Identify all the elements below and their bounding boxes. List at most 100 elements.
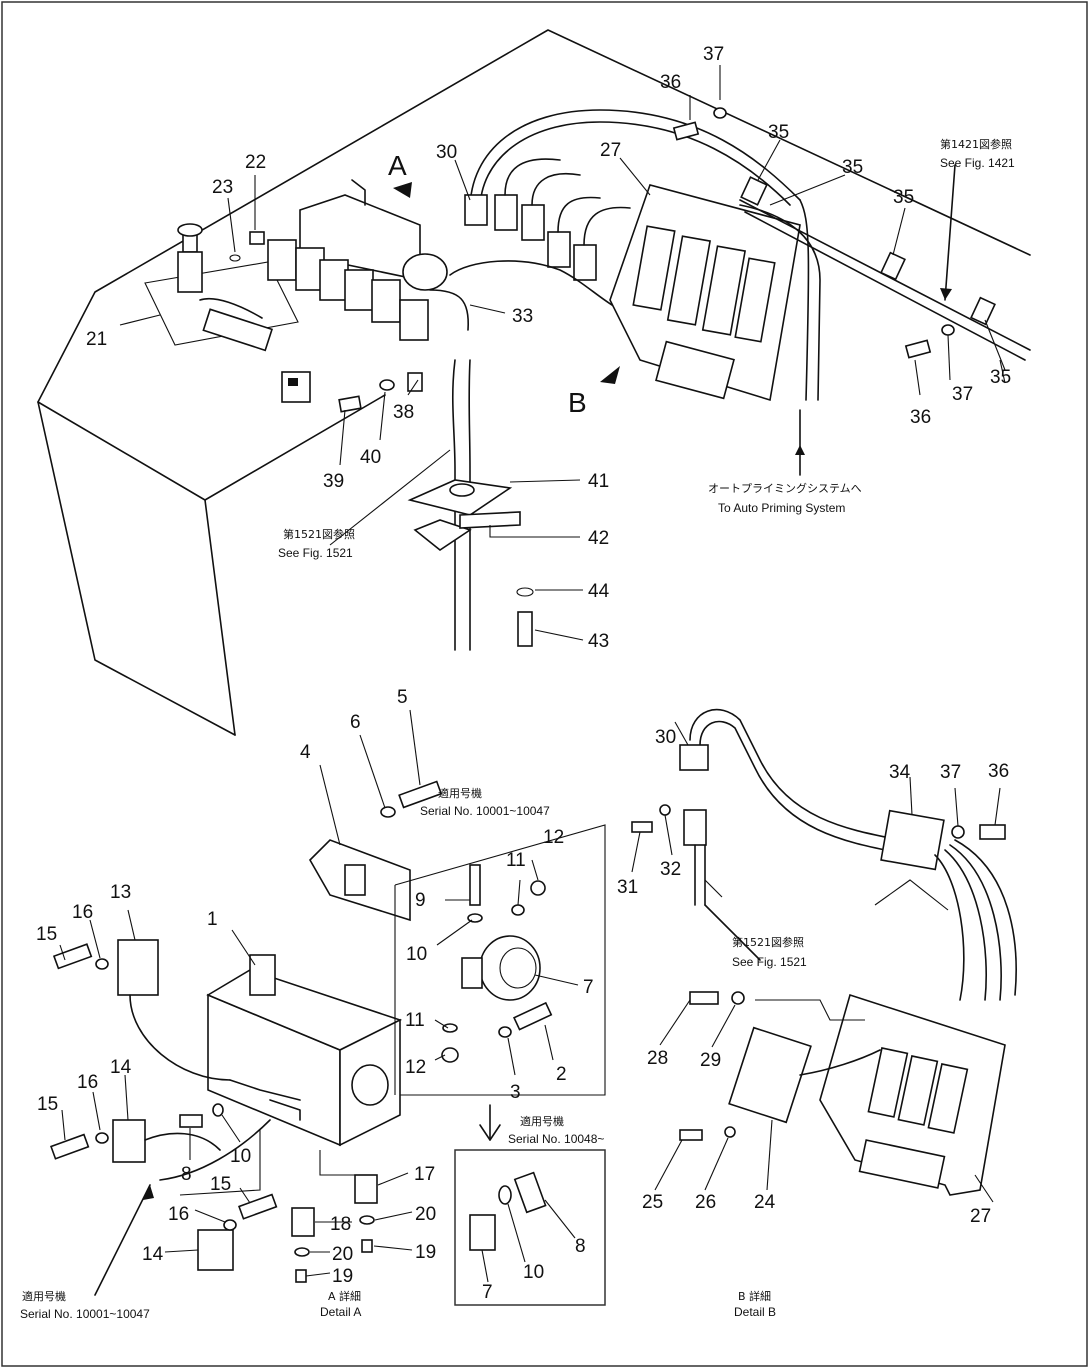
part-callout: 21 <box>86 329 107 350</box>
part-callout: 3 <box>510 1082 521 1103</box>
part-callout: 2 <box>556 1064 567 1085</box>
part-callout: 17 <box>414 1164 435 1185</box>
part-callout: 35 <box>768 122 789 143</box>
part-callout: 1 <box>207 909 218 930</box>
part-callout: 10 <box>230 1146 251 1167</box>
mounting-bracket-1 <box>206 954 403 1147</box>
detail-frame-10048 <box>454 1104 606 1306</box>
part-callout: 37 <box>952 384 973 405</box>
starter-switch-21 <box>144 223 311 403</box>
part-callout: 42 <box>588 528 609 549</box>
part-callout: 32 <box>660 859 681 880</box>
detail-b-assembly <box>631 708 1017 1196</box>
top-fasteners <box>229 107 955 413</box>
relay-14-lower <box>197 1229 234 1271</box>
part-callout: 22 <box>245 152 266 173</box>
note-auto-priming-jp: オートプライミングシステムへ <box>708 481 862 495</box>
part-callout: 16 <box>77 1072 98 1093</box>
part-callout: 37 <box>703 44 724 65</box>
part-callout: 6 <box>350 712 361 733</box>
part-callout: 10 <box>523 1262 544 1283</box>
note-serial-a-jp: 適用号機 <box>438 786 482 800</box>
part-callout: 5 <box>397 687 408 708</box>
part-callout: 40 <box>360 447 381 468</box>
part-callout: 19 <box>415 1242 436 1263</box>
part-callout: 44 <box>588 581 610 602</box>
part-callout: 11 <box>405 1010 425 1031</box>
note-see-1421-en: See Fig. 1421 <box>940 156 1015 170</box>
part-callout: 36 <box>910 407 931 428</box>
note-detail-a-en: Detail A <box>320 1305 361 1319</box>
part-callout: 12 <box>405 1057 426 1078</box>
relay-13 <box>117 939 231 1081</box>
part-callout: 30 <box>436 142 457 163</box>
note-see-1421-jp: 第1421図参照 <box>940 137 1012 151</box>
note-see-1521b-jp: 第1521図参照 <box>732 935 804 949</box>
note-serial-b-en: Serial No. 10048~ <box>508 1132 604 1146</box>
part-callout: 35 <box>893 187 914 208</box>
lower-fasteners <box>50 780 553 1231</box>
pipe-to-fig-1421 <box>739 164 1031 361</box>
note-detail-b-jp: B 詳細 <box>738 1289 771 1303</box>
part-callout: 31 <box>617 877 638 898</box>
part-callout: 15 <box>36 924 57 945</box>
callout-frame-a <box>394 824 606 1096</box>
part-callout: 9 <box>415 890 426 911</box>
part-callout: 26 <box>695 1192 716 1213</box>
note-see-1521-jp: 第1521図参照 <box>283 527 355 541</box>
part-callout: 41 <box>588 471 609 492</box>
note-detail-a-jp: A 詳細 <box>328 1289 361 1303</box>
view-label-b: B <box>568 387 587 418</box>
part-callout: 24 <box>754 1192 776 1213</box>
note-auto-priming-en: To Auto Priming System <box>718 501 845 515</box>
part-callout: 8 <box>575 1236 586 1257</box>
note-see-1521-en: See Fig. 1521 <box>278 546 353 560</box>
relay-14-upper <box>112 1119 221 1163</box>
part-callout: 7 <box>482 1282 493 1303</box>
tank-outline <box>37 29 1031 736</box>
part-callout: 7 <box>583 977 594 998</box>
part-callout: 29 <box>700 1050 721 1071</box>
part-callout: 18 <box>330 1214 351 1235</box>
part-callout: 33 <box>512 306 533 327</box>
part-callout: 15 <box>210 1174 231 1195</box>
relay-block <box>267 179 470 341</box>
part-callout: 39 <box>323 471 344 492</box>
note-serial-c-jp: 適用号機 <box>22 1289 66 1303</box>
view-label-a: A <box>388 150 407 181</box>
notes: 第1421図参照 See Fig. 1421 オートプライミングシステムへ To… <box>20 137 1015 1321</box>
part-callout: 13 <box>110 882 131 903</box>
connectors-17-18 <box>291 1174 378 1283</box>
part-callout: 43 <box>588 631 609 652</box>
note-see-1521b-en: See Fig. 1521 <box>732 955 807 969</box>
relay-panel-27 <box>609 184 821 402</box>
part-callout: 27 <box>970 1206 991 1227</box>
note-detail-b-en: Detail B <box>734 1305 776 1319</box>
part-callout: 35 <box>990 367 1011 388</box>
part-callout: 8 <box>181 1164 192 1185</box>
part-callout: 23 <box>212 177 233 198</box>
part-callout: 37 <box>940 762 961 783</box>
part-callout: 25 <box>642 1192 663 1213</box>
part-callout: 36 <box>988 761 1009 782</box>
resistor-4 <box>309 839 411 922</box>
part-callout: 14 <box>110 1057 132 1078</box>
part-callout: 16 <box>168 1204 189 1225</box>
priming-line <box>795 409 805 476</box>
note-serial-c-en: Serial No. 10001~10047 <box>20 1307 150 1321</box>
view-arrows: A B <box>388 150 620 418</box>
part-callout: 35 <box>842 157 863 178</box>
part-callout: 38 <box>393 402 414 423</box>
part-callout: 16 <box>72 902 93 923</box>
note-serial-a-en: Serial No. 10001~10047 <box>420 804 550 818</box>
wiring-lower-left <box>94 1079 355 1296</box>
part-callout: 19 <box>332 1266 353 1287</box>
relay-7 <box>461 935 541 1001</box>
part-callout: 30 <box>655 727 676 748</box>
part-callout: 27 <box>600 140 621 161</box>
part-callout: 4 <box>300 742 311 763</box>
part-callout: 20 <box>415 1204 436 1225</box>
